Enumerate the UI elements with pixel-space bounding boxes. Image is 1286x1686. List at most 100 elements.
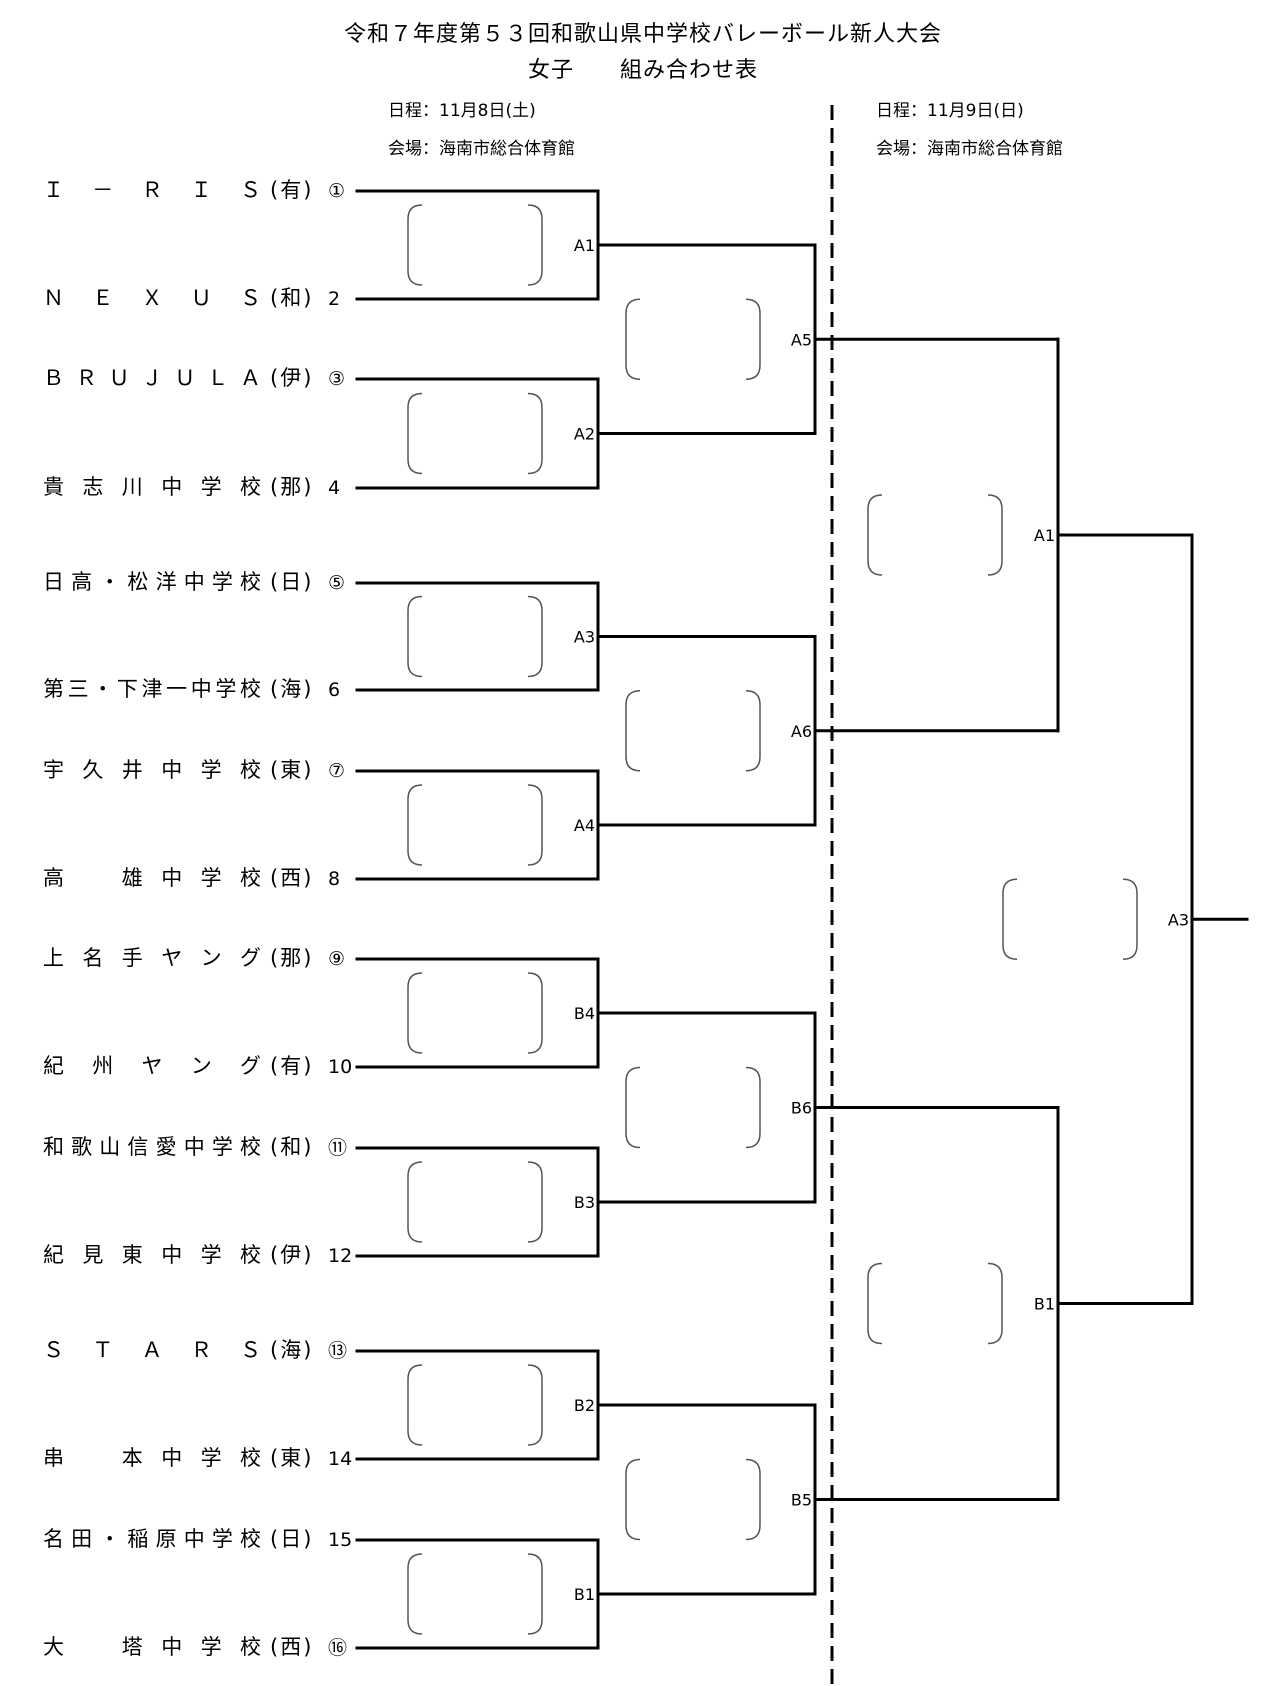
match-label: A2 <box>574 425 595 444</box>
score-bracket-right <box>1122 878 1138 960</box>
score-bracket-right <box>527 1553 543 1635</box>
match-label: B3 <box>574 1193 595 1212</box>
score-bracket-right <box>745 298 761 380</box>
team-seed: 8 <box>328 868 341 890</box>
match-label: B2 <box>574 1396 595 1415</box>
team-area: 那 <box>270 473 311 501</box>
score-bracket-left <box>407 1161 423 1243</box>
match-label: A4 <box>574 816 595 835</box>
score-bracket-left <box>625 690 641 772</box>
team-seed: ③ <box>328 368 346 390</box>
team-row: 大 塔中学校西⑯ <box>0 1633 360 1661</box>
team-area: 海 <box>270 1336 311 1364</box>
match-label: B5 <box>791 1491 812 1510</box>
match-label: B1 <box>1034 1295 1055 1314</box>
team-area: 日 <box>270 568 311 596</box>
team-name: 紀州ヤング <box>43 1054 290 1078</box>
team-row: 高 雄中学校西8 <box>0 864 360 892</box>
team-name: 日高・松洋中学校 <box>43 570 269 594</box>
score-bracket-right <box>527 972 543 1054</box>
team-name: ＳＴＡＲＳ <box>43 1338 290 1362</box>
team-seed: ⑤ <box>328 572 346 594</box>
match-label: A6 <box>791 722 812 741</box>
team-seed: 12 <box>328 1245 353 1267</box>
team-seed: 2 <box>328 288 341 310</box>
team-name: 宇久井中学校 <box>43 758 280 782</box>
score-bracket-left <box>407 392 423 475</box>
match-label: A5 <box>791 330 812 349</box>
match-label: A1 <box>574 236 595 255</box>
score-bracket-left <box>625 298 641 380</box>
score-bracket-left <box>407 784 423 866</box>
team-name: Ｉ－ＲＩＳ <box>43 178 290 202</box>
team-area: 那 <box>270 944 311 972</box>
team-name: ＢＲＵＪＵＬＡ <box>43 366 273 390</box>
score-bracket-right <box>527 595 543 678</box>
team-row: Ｉ－ＲＩＳ有① <box>0 176 360 204</box>
team-row: ＢＲＵＪＵＬＡ伊③ <box>0 364 360 392</box>
team-name: ＮＥＸＵＳ <box>43 286 290 310</box>
score-bracket-right <box>527 784 543 866</box>
match-label: B4 <box>574 1004 595 1023</box>
team-seed: 6 <box>328 679 341 701</box>
team-row: 紀見東中学校伊 12 <box>0 1241 360 1269</box>
team-seed: 10 <box>328 1056 353 1078</box>
team-name: 紀見東中学校 <box>43 1243 280 1267</box>
day1-schedule: 日程：11月8日(土) <box>388 101 536 121</box>
team-area: 西 <box>270 864 311 892</box>
match-label: B1 <box>574 1585 595 1604</box>
score-bracket-left <box>1002 878 1018 960</box>
score-bracket-right <box>527 1364 543 1446</box>
team-name: 高 雄中学校 <box>43 866 280 890</box>
team-area: 伊 <box>270 1241 311 1269</box>
page-title: 令和７年度第５３回和歌山県中学校バレーボール新人大会 <box>343 22 942 47</box>
score-bracket-left <box>867 494 883 576</box>
team-row: 貴志川中学校那4 <box>0 473 360 501</box>
team-area: 伊 <box>270 364 311 392</box>
team-name: 上名手ヤング <box>43 946 280 970</box>
score-bracket-right <box>527 1161 543 1243</box>
team-area: 東 <box>270 1444 311 1472</box>
team-name: 串 本中学校 <box>43 1446 280 1470</box>
team-name: 和歌山信愛中学校 <box>43 1135 269 1159</box>
score-bracket-right <box>745 1066 761 1149</box>
team-row: 紀州ヤング有10 <box>0 1052 360 1080</box>
team-seed: ⑦ <box>328 760 346 782</box>
score-bracket-right <box>745 1458 761 1541</box>
score-bracket-right <box>987 494 1003 576</box>
score-bracket-right <box>527 204 543 286</box>
score-bracket-right <box>745 690 761 772</box>
team-row: ＳＴＡＲＳ海⑬ <box>0 1336 360 1364</box>
team-name: 名田・稲原中学校 <box>43 1527 269 1551</box>
match-label: B6 <box>791 1099 812 1118</box>
score-bracket-left <box>407 1553 423 1635</box>
match-label: A1 <box>1034 526 1055 545</box>
team-area: 日 <box>270 1525 311 1553</box>
team-name: 貴志川中学校 <box>43 475 280 499</box>
team-area: 和 <box>270 284 311 312</box>
day2-schedule: 日程：11月9日(日) <box>876 101 1024 121</box>
team-area: 和 <box>270 1133 311 1161</box>
score-bracket-right <box>987 1262 1003 1345</box>
score-bracket-right <box>527 392 543 475</box>
score-bracket-left <box>407 1364 423 1446</box>
team-seed: 4 <box>328 477 341 499</box>
team-area: 有 <box>270 176 311 204</box>
team-row: 第三・下津一中学校海6 <box>0 675 360 703</box>
team-row: 上名手ヤング那⑨ <box>0 944 360 972</box>
team-name: 大 塔中学校 <box>43 1635 280 1659</box>
score-bracket-left <box>625 1458 641 1541</box>
team-row: 宇久井中学校東⑦ <box>0 756 360 784</box>
team-seed: ⑯ <box>328 1637 348 1659</box>
team-seed: 14 <box>328 1448 353 1470</box>
match-label: A3 <box>574 628 595 647</box>
score-bracket-left <box>407 595 423 678</box>
score-bracket-left <box>407 204 423 286</box>
score-bracket-left <box>867 1262 883 1345</box>
team-row: 串 本中学校東 14 <box>0 1444 360 1472</box>
team-seed: 15 <box>328 1529 353 1551</box>
score-bracket-left <box>407 972 423 1054</box>
team-row: 和歌山信愛中学校和⑪ <box>0 1133 360 1161</box>
team-seed: ⑨ <box>328 948 346 970</box>
